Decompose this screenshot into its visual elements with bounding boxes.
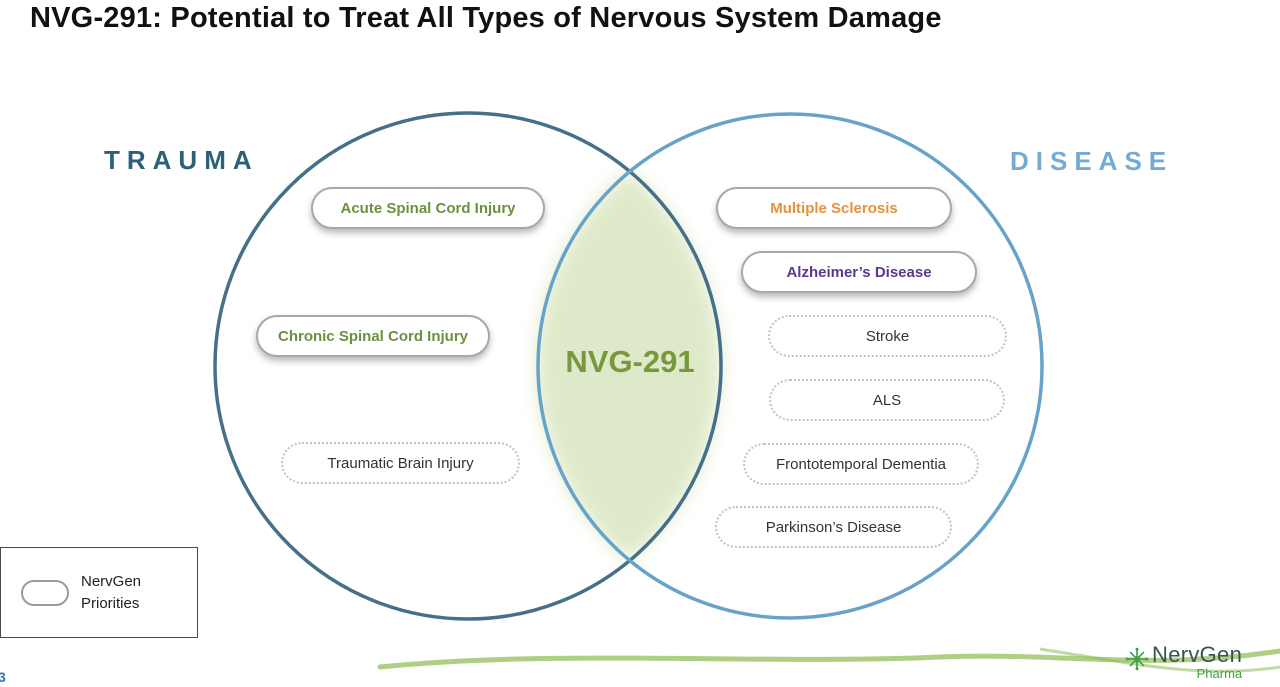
pill-label: Stroke: [865, 327, 910, 345]
pill-label: Multiple Sclerosis: [770, 199, 898, 217]
slide-title: NVG-291: Potential to Treat All Types of…: [30, 2, 942, 34]
overlap-lens: [536, 171, 721, 561]
logo-text: NervGen Pharma: [1152, 642, 1242, 681]
pill-als: ALS: [769, 379, 1005, 421]
bottom-swoosh: [377, 647, 1280, 673]
pill-acute-spinal-cord-injury: Acute Spinal Cord Injury: [311, 187, 545, 229]
trauma-label: TRAUMA: [104, 145, 259, 175]
pill-label: Frontotemporal Dementia: [775, 455, 947, 473]
legend-box: NervGen Priorities: [0, 547, 198, 638]
disease-label: DISEASE: [1010, 146, 1174, 176]
nvg-291-label: NVG-291: [565, 344, 695, 379]
disease-circle: [536, 112, 1044, 620]
pill-label: Parkinson’s Disease: [765, 518, 902, 536]
pill-label: ALS: [872, 391, 902, 409]
pill-parkinsons-disease: Parkinson’s Disease: [715, 506, 952, 548]
nervgen-logo-icon: [1125, 647, 1149, 671]
nervgen-logo: NervGen Pharma: [1124, 642, 1242, 681]
pill-multiple-sclerosis: Multiple Sclerosis: [716, 187, 952, 229]
pill-chronic-spinal-cord-injury: Chronic Spinal Cord Injury: [256, 315, 490, 357]
pill-stroke: Stroke: [768, 315, 1007, 357]
pill-label: Traumatic Brain Injury: [327, 454, 474, 472]
logo-name: NervGen: [1152, 642, 1243, 667]
pill-frontotemporal-dementia: Frontotemporal Dementia: [743, 443, 979, 485]
pill-label: Chronic Spinal Cord Injury: [277, 327, 468, 345]
pill-traumatic-brain-injury: Traumatic Brain Injury: [281, 442, 520, 484]
page-number: 3: [0, 669, 6, 685]
logo-tagline: Pharma: [1196, 666, 1243, 681]
pill-label: Acute Spinal Cord Injury: [340, 199, 516, 217]
trauma-circle: [213, 111, 723, 621]
pill-label: Alzheimer’s Disease: [786, 263, 932, 281]
pill-alzheimers-disease: Alzheimer’s Disease: [741, 251, 977, 293]
priority-pill-icon: [21, 579, 69, 606]
legend-label: NervGen Priorities: [81, 572, 142, 612]
